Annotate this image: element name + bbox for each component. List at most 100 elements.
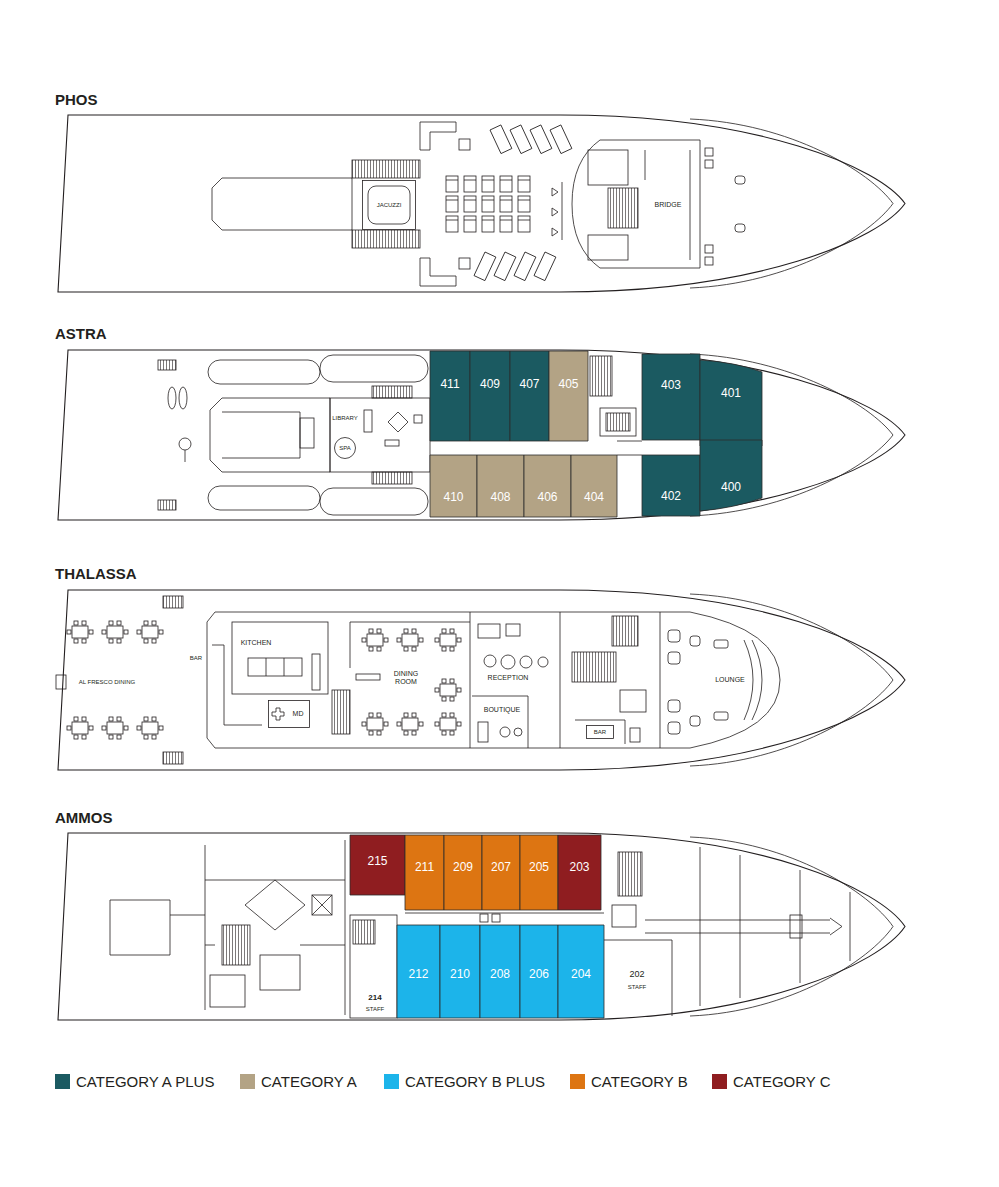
- cabin-fill: [520, 925, 558, 1018]
- cabin-fill: [549, 351, 588, 441]
- room-shape: [700, 440, 762, 511]
- bar-counter: BAR: [586, 725, 614, 739]
- cabin-number: 410: [443, 491, 463, 504]
- cabin: 204: [558, 925, 604, 1018]
- cabin-fill: [524, 455, 571, 517]
- cabin-number: 214: [368, 994, 381, 1003]
- cabin-number: 403: [661, 379, 681, 392]
- legend-swatch: [570, 1074, 585, 1089]
- legend-swatch: [55, 1074, 70, 1089]
- cabin-fill: [397, 925, 440, 1018]
- room-name: SPA: [339, 445, 351, 452]
- legend-text: CATEGORY B PLUS: [405, 1073, 545, 1090]
- room-label: LOUNGE: [715, 676, 745, 684]
- deck-hull: PHOS JACUZZI: [0, 88, 999, 298]
- hull-line: [58, 350, 905, 520]
- cabin-fill: [440, 925, 480, 1018]
- cabin-fill: [430, 455, 477, 517]
- cabin: 401: [700, 360, 762, 446]
- cabin: 208: [480, 925, 520, 1018]
- cabin-number: 406: [537, 491, 557, 504]
- cabin-number: 400: [721, 481, 741, 494]
- cabin: 411: [430, 351, 470, 441]
- cabin-fill: [700, 360, 762, 446]
- cabin-fill: [642, 455, 700, 516]
- room-shape: [477, 455, 524, 517]
- cabin-fill: [700, 440, 762, 511]
- room-label: KITCHEN: [241, 639, 272, 647]
- cabin-number: 210: [450, 968, 470, 981]
- room-label: BAR: [190, 655, 202, 662]
- room-shape: [571, 455, 617, 517]
- room-shape: [470, 351, 510, 441]
- deck-hull: ASTRASPA41140940740540340141040840640440…: [0, 322, 999, 524]
- cabin-number: 209: [453, 861, 473, 874]
- room-shape: [430, 351, 470, 441]
- bow-line: [690, 119, 893, 288]
- cabin-number: 401: [721, 387, 741, 400]
- room-shape: [642, 354, 700, 440]
- cabin-number: 205: [529, 861, 549, 874]
- room-label: BOUTIQUE: [484, 706, 521, 714]
- cabin: 410: [430, 455, 477, 517]
- room-shape: [430, 455, 477, 517]
- cabin-number: 409: [480, 378, 500, 391]
- cabin: 400: [700, 440, 762, 511]
- cabin-number: 402: [661, 490, 681, 503]
- cabin: 402: [642, 455, 700, 516]
- legend-item: CATEGORY B: [570, 1074, 688, 1089]
- hull-outline: [0, 88, 999, 298]
- bow-line: [690, 354, 893, 516]
- cabin: 403: [642, 354, 700, 440]
- cabin-number: 405: [558, 378, 578, 391]
- legend-item: CATEGORY A: [240, 1074, 357, 1089]
- deck-name: AMMOS: [55, 810, 113, 827]
- cabin: 212: [397, 925, 440, 1018]
- cabin-fill: [430, 351, 470, 441]
- legend-swatch: [384, 1074, 399, 1089]
- medical-room: MD: [268, 700, 310, 728]
- staff-label: STAFF: [628, 984, 647, 991]
- cabin-number: 212: [408, 968, 428, 981]
- cabin: 406: [524, 455, 571, 517]
- room-name: MD: [293, 710, 304, 718]
- cabin: 211: [405, 835, 444, 910]
- cabin-fill: [405, 835, 444, 910]
- cabin-fill: [477, 455, 524, 517]
- hull-line: [58, 590, 905, 770]
- legend-text: CATEGORY B: [591, 1073, 688, 1090]
- room-shape: [268, 700, 310, 728]
- bow-line: [690, 594, 893, 766]
- cabin-number: 411: [440, 378, 459, 391]
- cabin-fill: [510, 351, 549, 441]
- cabin: 409: [470, 351, 510, 441]
- room-label: DINING ROOM: [386, 670, 426, 685]
- room-name: BAR: [594, 729, 606, 736]
- jacuzzi-pool: JACUZZI: [362, 180, 416, 230]
- cabin: 408: [477, 455, 524, 517]
- cabin-number: 203: [569, 861, 589, 874]
- medical-cross: [272, 708, 284, 720]
- deck-name: PHOS: [55, 92, 98, 109]
- legend-swatch: [240, 1074, 255, 1089]
- cabin: 215: [350, 835, 405, 895]
- cabin-fill: [642, 354, 700, 440]
- cabin-fill: [350, 835, 405, 895]
- cabin-fill: [558, 925, 604, 1018]
- room-shape: [700, 360, 762, 446]
- cabin-fill: [558, 835, 601, 910]
- legend-text: CATEGORY A PLUS: [76, 1073, 214, 1090]
- cabin-fill: [482, 835, 520, 910]
- cabin: 203: [558, 835, 601, 910]
- legend-item: CATEGORY A PLUS: [55, 1074, 214, 1089]
- legend-text: CATEGORY C: [733, 1073, 831, 1090]
- room-label: RECEPTION: [488, 674, 529, 682]
- room-label: BRIDGE: [655, 201, 682, 209]
- cabin-number: 206: [529, 968, 549, 981]
- room-shape: [642, 455, 700, 516]
- cabin-fill: [571, 455, 617, 517]
- deck-name: ASTRA: [55, 326, 107, 343]
- hull-line: [58, 115, 905, 292]
- cabin-fill: [480, 925, 520, 1018]
